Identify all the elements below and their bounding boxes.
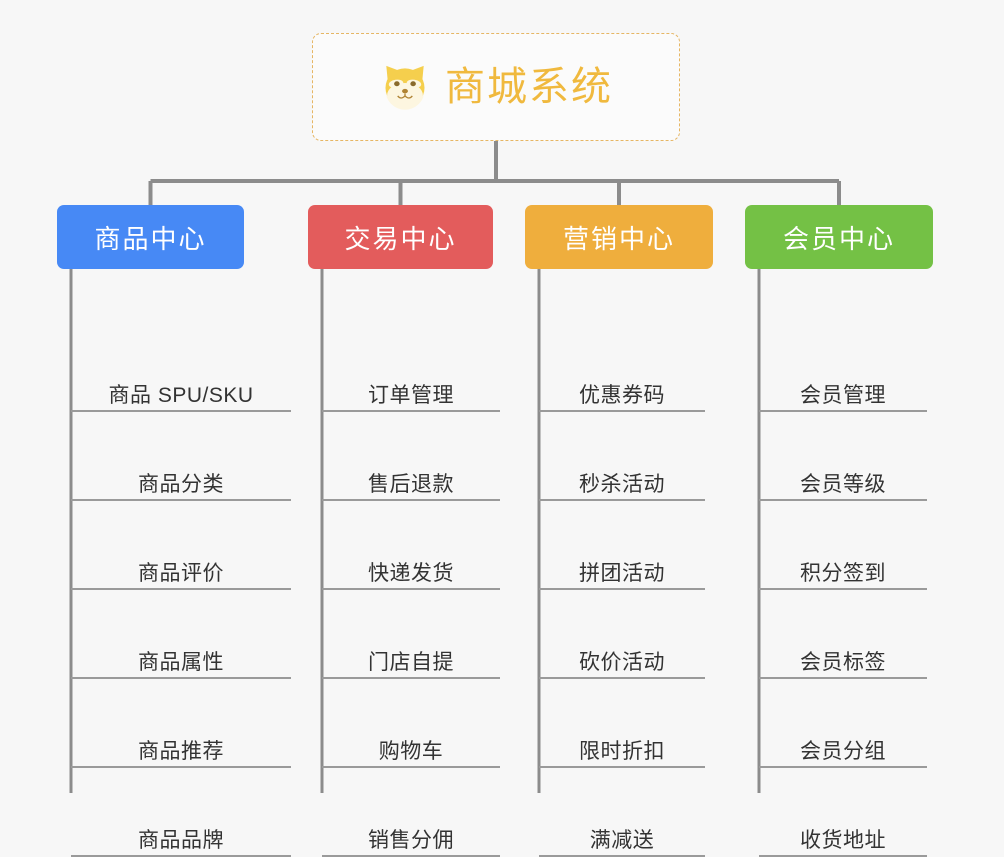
leaf-label: 会员管理	[800, 383, 886, 407]
leaf-item[interactable]: 商品分类	[71, 457, 291, 501]
branch-column-1: 商品中心商品 SPU/SKU 商品分类商品评价商品属性商品推荐商品品牌	[57, 205, 291, 857]
leaf-item[interactable]: 订单管理	[322, 368, 500, 412]
leaf-item[interactable]: 会员管理	[759, 368, 927, 412]
leaf-item[interactable]: 砍价活动	[539, 635, 705, 679]
leaf-item[interactable]: 会员标签	[759, 635, 927, 679]
leaf-item[interactable]: 优惠券码	[539, 368, 705, 412]
leaf-label: 砍价活动	[579, 650, 665, 674]
leaf-item[interactable]: 门店自提	[322, 635, 500, 679]
root-node[interactable]: 商城系统	[312, 33, 680, 141]
leaf-label: 商品分类	[138, 472, 224, 496]
leaf-label: 商品评价	[138, 561, 224, 585]
branch-column-2: 交易中心订单管理售后退款快递发货门店自提购物车销售分佣	[308, 205, 500, 857]
category-box-3[interactable]: 营销中心	[525, 205, 713, 269]
leaf-item[interactable]: 商品 SPU/SKU	[71, 368, 291, 412]
leaf-item[interactable]: 快递发货	[322, 546, 500, 590]
category-label: 营销中心	[562, 223, 675, 254]
leaf-label: 秒杀活动	[579, 472, 665, 496]
leaf-label: 限时折扣	[579, 739, 665, 763]
leaf-label: 销售分佣	[368, 828, 454, 852]
leaf-item[interactable]: 满减送	[539, 813, 705, 857]
leaf-item[interactable]: 会员分组	[759, 724, 927, 768]
leaf-label: 会员等级	[800, 472, 886, 496]
shiba-dog-icon	[385, 65, 425, 110]
leaf-label: 售后退款	[368, 472, 454, 496]
leaf-label: 优惠券码	[579, 383, 665, 407]
leaf-label: 快递发货	[368, 561, 454, 585]
leaf-item[interactable]: 限时折扣	[539, 724, 705, 768]
leaf-label: 拼团活动	[579, 561, 665, 585]
branch-column-3: 营销中心优惠券码秒杀活动拼团活动砍价活动限时折扣满减送	[525, 205, 713, 857]
category-label: 交易中心	[344, 223, 457, 254]
category-box-2[interactable]: 交易中心	[308, 205, 493, 269]
leaf-item[interactable]: 拼团活动	[539, 546, 705, 590]
category-label: 会员中心	[782, 223, 895, 254]
category-box-4[interactable]: 会员中心	[745, 205, 933, 269]
leaf-item[interactable]: 会员等级	[759, 457, 927, 501]
leaf-label: 商品属性	[138, 650, 224, 674]
leaf-label: 订单管理	[368, 383, 454, 407]
leaf-item[interactable]: 积分签到	[759, 546, 927, 590]
leaf-label: 收货地址	[800, 828, 886, 852]
leaf-item[interactable]: 商品属性	[71, 635, 291, 679]
leaf-label: 商品推荐	[138, 739, 224, 763]
leaf-item[interactable]: 售后退款	[322, 457, 500, 501]
leaf-label: 满减送	[589, 828, 655, 852]
leaf-label: 商品品牌	[138, 828, 224, 852]
leaf-label: 商品 SPU/SKU	[108, 383, 254, 407]
leaf-item[interactable]: 商品推荐	[71, 724, 291, 768]
leaf-label: 门店自提	[368, 650, 454, 674]
category-label: 商品中心	[94, 223, 207, 254]
leaf-item[interactable]: 收货地址	[759, 813, 927, 857]
leaf-label: 购物车	[378, 739, 444, 763]
leaf-item[interactable]: 商品评价	[71, 546, 291, 590]
leaf-item[interactable]: 销售分佣	[322, 813, 500, 857]
leaf-label: 会员标签	[800, 650, 886, 674]
leaf-label: 积分签到	[800, 561, 886, 585]
category-box-1[interactable]: 商品中心	[57, 205, 244, 269]
leaf-item[interactable]: 秒杀活动	[539, 457, 705, 501]
leaf-item[interactable]: 购物车	[322, 724, 500, 768]
root-title: 商城系统	[445, 65, 613, 109]
leaf-label: 会员分组	[800, 739, 886, 763]
branch-column-4: 会员中心会员管理会员等级积分签到会员标签会员分组收货地址	[745, 205, 933, 857]
leaf-item[interactable]: 商品品牌	[71, 813, 291, 857]
